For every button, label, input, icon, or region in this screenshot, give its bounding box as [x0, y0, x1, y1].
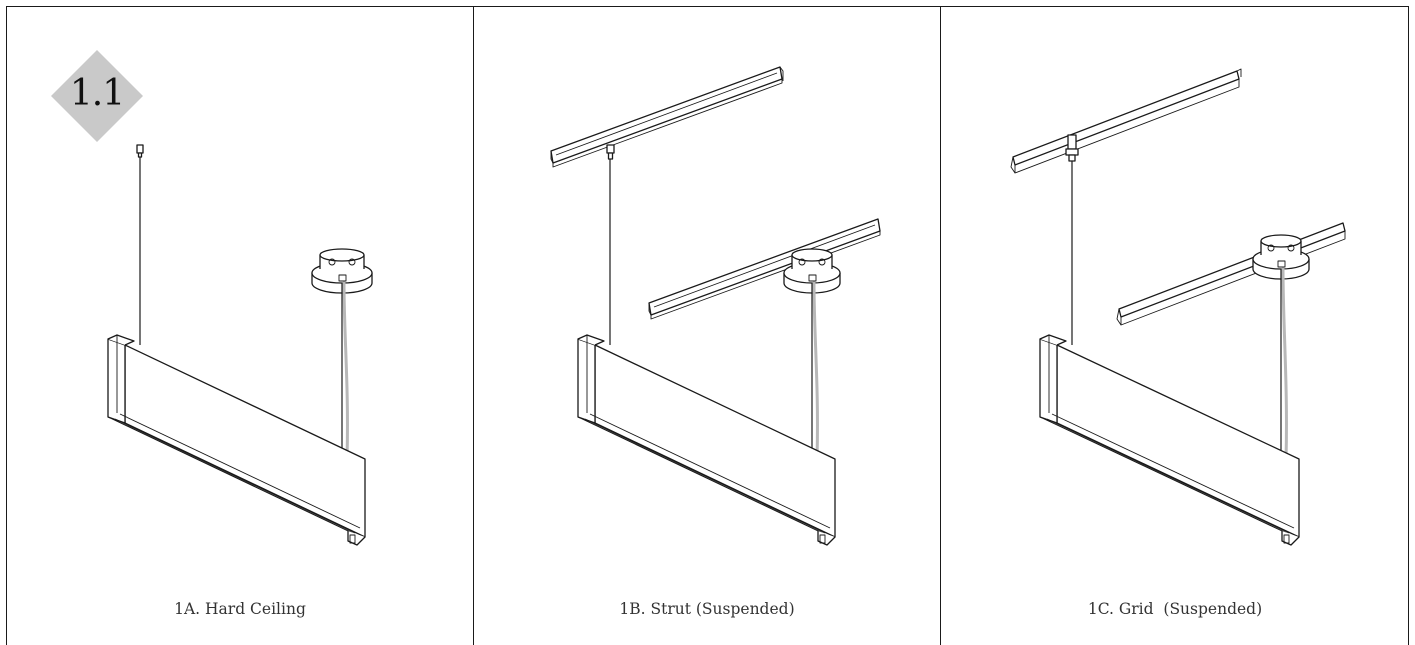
panel-caption: 1B. Strut (Suspended): [619, 600, 795, 618]
panel-strut: 1B. Strut (Suspended): [474, 7, 940, 645]
linear-fixture-icon: [107, 334, 366, 546]
grid-tee-icon: [1116, 222, 1346, 326]
step-badge: [51, 50, 143, 142]
canopy-icon: [311, 248, 373, 294]
linear-fixture-icon: [1039, 334, 1300, 546]
diamond-badge-icon: [51, 50, 143, 142]
power-cord: [342, 281, 349, 461]
hard-ceiling-fixture-drawing: [107, 144, 373, 546]
strut-channel-icon: [550, 66, 784, 168]
grid-clip-icon: [1065, 134, 1079, 162]
step-number: 1.1: [69, 73, 125, 114]
panel-grid: 1C. Grid (Suspended): [941, 7, 1409, 645]
grid-fixture-drawing: [1010, 68, 1346, 546]
grid-tee-icon: [1010, 68, 1242, 174]
panel-hard-ceiling: 1.1 1A. Hard Ceiling: [7, 7, 473, 645]
power-cord: [1281, 267, 1288, 461]
strut-channel-icon: [648, 218, 881, 320]
panel-caption: 1C. Grid (Suspended): [1087, 600, 1263, 618]
power-cord: [812, 281, 819, 461]
page-frame: [6, 6, 1409, 645]
strut-fixture-drawing: [550, 66, 881, 546]
ceiling-anchor-icon: [136, 144, 144, 158]
panel-caption: 1A. Hard Ceiling: [174, 600, 306, 618]
panel-divider: [940, 6, 941, 645]
linear-fixture-icon: [577, 334, 836, 546]
panel-divider: [473, 6, 474, 645]
strut-hanger-icon: [606, 144, 615, 160]
